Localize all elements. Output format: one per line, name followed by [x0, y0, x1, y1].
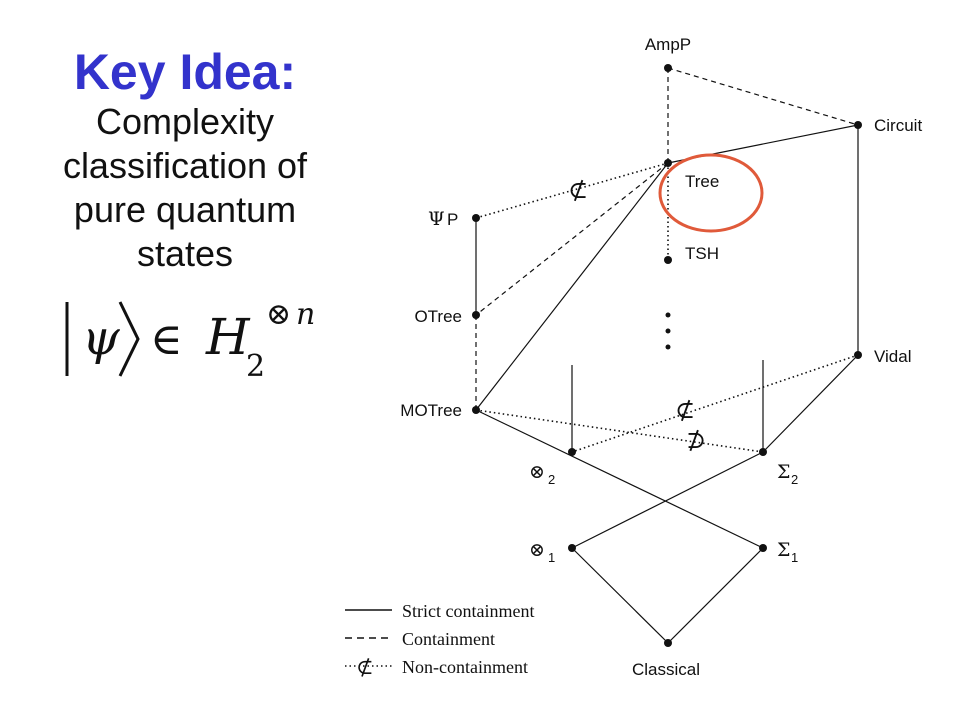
tree-highlight-circle [658, 153, 764, 233]
subtitle-line-3: pure quantum [73, 189, 297, 230]
label-tree: Tree [685, 172, 719, 191]
label-motree: MOTree [400, 401, 462, 420]
legend-not-subset-symbol: ⊄ [356, 655, 374, 679]
state-formula: ψ ∈ H 2 ⊗ n [65, 297, 315, 382]
edge-ampp-circuit [667, 67, 859, 126]
node-motree [472, 406, 480, 414]
legend-containment-label: Containment [402, 629, 495, 649]
node-vidal [854, 351, 862, 359]
subtitle-line-2: classification of [62, 145, 308, 186]
edge-tree-psip [475, 162, 669, 219]
node-tree [664, 159, 672, 167]
label-tensor1-sub: 1 [548, 550, 555, 565]
slide-title: Key Idea: [73, 44, 297, 100]
label-sigma1-symbol: Σ [777, 539, 790, 561]
node-psip [472, 214, 480, 222]
node-sigma2 [759, 448, 767, 456]
not-superset-symbol-mid: ⊅ [686, 426, 706, 454]
node-sigma1 [759, 544, 767, 552]
label-psip-symbol: Ψ [428, 208, 445, 230]
element-of-symbol: ∈ [150, 314, 183, 365]
label-classical: Classical [632, 660, 700, 679]
edge-sigma1-classical [667, 547, 764, 644]
edge-vidal-tensor2 [571, 354, 859, 453]
label-circuit: Circuit [874, 116, 922, 135]
legend-non-containment-label: Non-containment [402, 657, 528, 677]
tensor-exponent-symbol: ⊗ [266, 297, 291, 332]
label-ampp: AmpP [645, 35, 691, 54]
psi-symbol: ψ [82, 310, 121, 366]
node-otree [472, 311, 480, 319]
node-tsh [664, 256, 672, 264]
legend-strict-label: Strict containment [402, 601, 534, 621]
label-vidal: Vidal [874, 347, 912, 366]
label-otree: OTree [414, 307, 462, 326]
space-subscript: 2 [246, 349, 265, 382]
legend: Strict containment Containment ⊄ Non-con… [345, 601, 534, 679]
label-sigma2-symbol: Σ [777, 461, 790, 483]
label-tensor2-symbol: ⊗ [529, 461, 545, 483]
label-tensor1-symbol: ⊗ [529, 539, 545, 561]
not-subset-symbol-top: ⊄ [568, 176, 588, 204]
not-subset-symbol-mid: ⊄ [675, 396, 695, 424]
node-circuit [854, 121, 862, 129]
node-tensor2 [568, 448, 576, 456]
label-sigma2-sub: 2 [791, 472, 798, 487]
edge-motree-sigma2 [475, 409, 764, 453]
edge-tree-motree [475, 162, 669, 411]
label-psip: P [447, 210, 458, 229]
node-ampp [664, 64, 672, 72]
edge-motree-sigma1 [475, 409, 764, 549]
label-tsh: TSH [685, 244, 719, 263]
title-block: Key Idea: Complexity classification of p… [30, 44, 340, 276]
edge-tree-otree [475, 162, 669, 316]
node-tensor1 [568, 544, 576, 552]
ellipsis-dots [665, 312, 671, 350]
node-classical [664, 639, 672, 647]
exponent-n: n [296, 297, 315, 332]
ket-angle [118, 301, 140, 377]
subtitle-line-1: Complexity [95, 101, 275, 142]
edge-sigma2-tensor1 [571, 451, 764, 549]
label-sigma1-sub: 1 [791, 550, 798, 565]
subtitle-line-4: states [136, 233, 234, 274]
hilbert-space-symbol: H [205, 308, 251, 366]
edge-vidal-sigma2 [762, 354, 859, 453]
edge-tensor1-classical [571, 547, 669, 644]
label-tensor2-sub: 2 [548, 472, 555, 487]
